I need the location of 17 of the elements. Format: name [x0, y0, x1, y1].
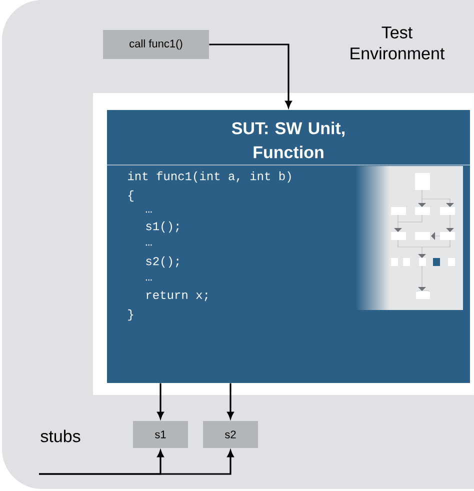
stub-box: s2 [203, 421, 258, 448]
code-line: int func1(int a, int b) [128, 171, 291, 183]
arrow [227, 383, 234, 419]
call-box: call func1() [103, 30, 209, 59]
stub-box: s1 [133, 421, 188, 448]
code-line: … [146, 279, 152, 281]
code-line: … [146, 244, 152, 246]
code-line: return x; [146, 290, 208, 302]
code-line: … [146, 211, 152, 213]
code-line: s1(); [146, 221, 179, 233]
code-line: s2(); [146, 256, 179, 268]
arrow [209, 44, 292, 108]
arrow [157, 383, 164, 419]
code-line: { [128, 190, 134, 202]
code-line: } [128, 309, 134, 321]
arrow [39, 450, 234, 475]
stubs-label: stubs [40, 430, 80, 442]
